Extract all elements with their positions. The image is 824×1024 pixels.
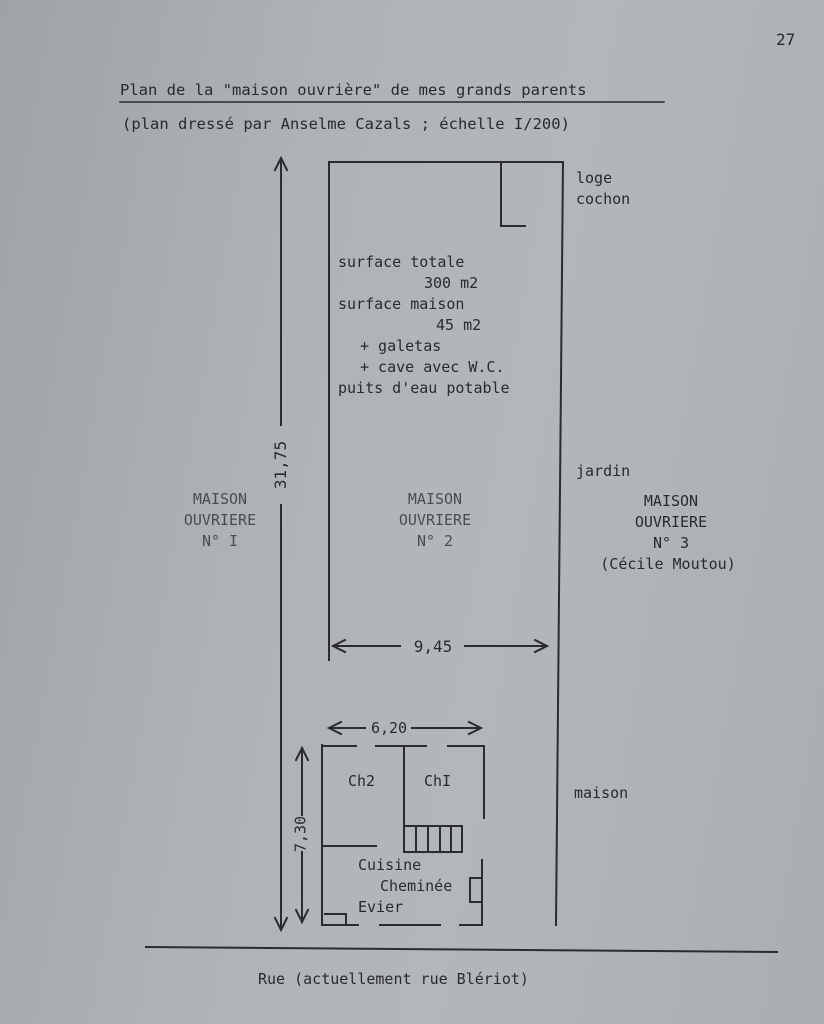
surface-maison-label: surface maison [338,295,465,313]
page-title: Plan de la "maison ouvrière" de mes gran… [120,81,587,99]
puits-label: puits d'eau potable [338,379,510,397]
maison-3-line2: OUVRIERE [634,513,708,531]
pigsty-enclosure [500,161,526,227]
house-depth-arrow [294,745,310,925]
page-number: 27 [776,30,796,49]
fireplace-symbol [469,877,483,903]
pigsty-label-line1: loge [576,169,613,187]
street-label: Rue (actuellement rue Blériot) [258,970,529,988]
pigsty-label-line2: cochon [576,190,631,208]
maison-1-line1: MAISON [192,490,248,508]
house-width-value: 6,20 [370,719,408,737]
length-dimension-value: 31,75 [271,440,290,490]
maison-label: maison [574,784,629,802]
width-dimension-arrow [330,638,550,654]
surface-totale-value: 300 m2 [424,274,479,292]
jardin-label: jardin [576,462,631,480]
evier-label: Evier [358,898,404,916]
street-line [144,945,779,954]
staircase [403,825,463,853]
width-dimension-value: 9,45 [413,637,453,656]
house-walls [321,744,485,926]
maison-1-line2: OUVRIERE [183,511,257,529]
maison-3-owner: (Cécile Moutou) [600,555,736,573]
room-ch1-label: ChI [424,772,452,790]
maison-2-line2: OUVRIERE [398,511,472,529]
house-depth-value: 7,30 [291,815,310,853]
maison-3-line3: N° 3 [652,534,690,552]
maison-1-line3: N° I [201,532,239,550]
plot-right-wall [554,160,565,927]
maison-3-line1: MAISON [643,492,699,510]
maison-2-line1: MAISON [407,490,463,508]
room-ch2-label: Ch2 [348,772,376,790]
surface-totale-label: surface totale [338,253,465,271]
maison-2-line3: N° 2 [416,532,454,550]
cheminee-label: Cheminée [380,877,453,895]
house-width-arrow [326,720,484,736]
surface-maison-value: 45 m2 [436,316,482,334]
galetas-label: + galetas [360,337,442,355]
cave-label: + cave avec W.C. [360,358,505,376]
page-subtitle: (plan dressé par Anselme Cazals ; échell… [122,115,570,133]
room-cuisine-label: Cuisine [358,856,422,874]
length-dimension-arrow [273,155,289,933]
sink-symbol [324,913,347,926]
